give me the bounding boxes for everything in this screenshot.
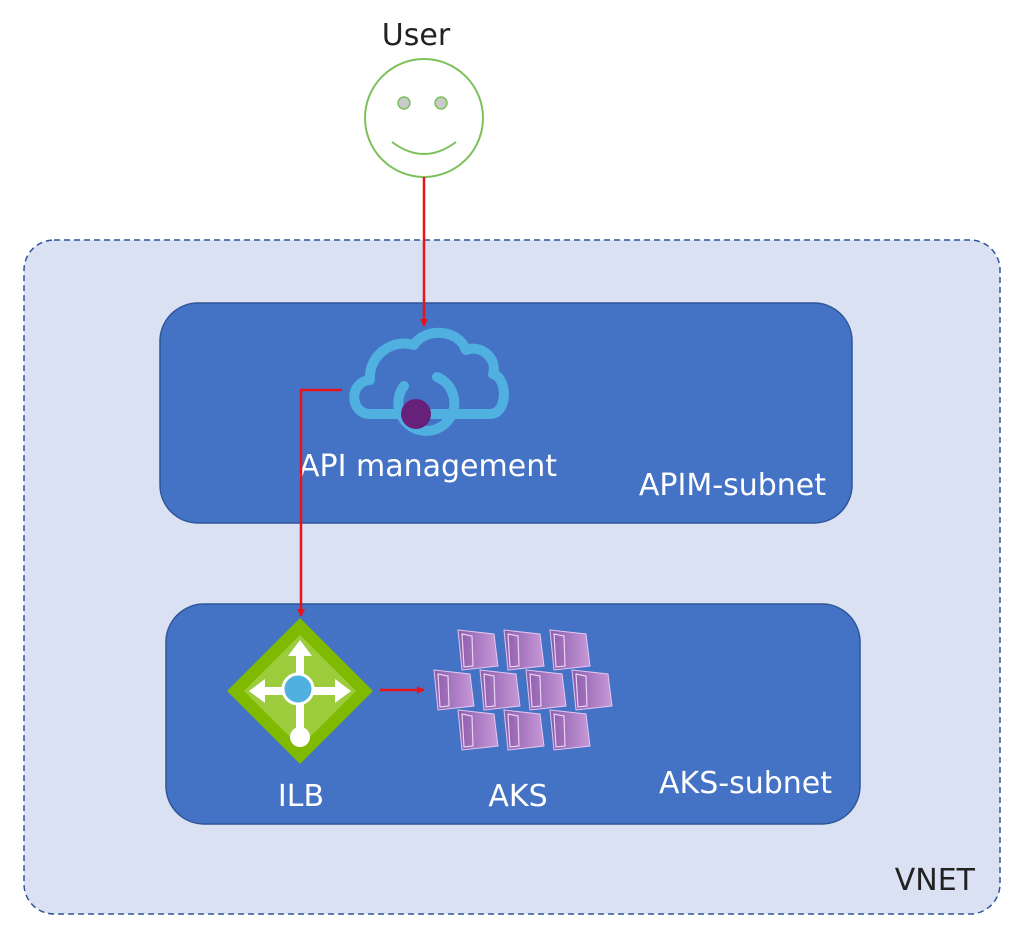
- aks-cube: [571, 669, 613, 711]
- aks-node: AKS: [433, 629, 613, 814]
- aks-label: AKS: [488, 779, 547, 814]
- apim-node: API management: [299, 327, 557, 484]
- aks-cube: [503, 709, 545, 751]
- ilb-label: ILB: [278, 779, 324, 814]
- user-node: User: [364, 18, 484, 178]
- aks-cube: [503, 629, 545, 671]
- aks-cube: [549, 709, 591, 751]
- aks-cube: [479, 669, 521, 711]
- api-management-cloud-icon: [349, 327, 509, 436]
- aks-cube: [433, 669, 475, 711]
- aks-cube: [549, 629, 591, 671]
- aks-subnet-label: AKS-subnet: [659, 766, 832, 801]
- user-label: User: [382, 18, 451, 53]
- smiley-user-icon: [364, 58, 484, 178]
- kubernetes-cubes-icon: [433, 629, 613, 751]
- apim-label: API management: [299, 449, 557, 484]
- load-balancer-icon: [227, 618, 373, 764]
- arrow-apim-to-ilb: [297, 388, 342, 617]
- ilb-node: ILB: [227, 618, 373, 814]
- apim-subnet: APIM-subnet: [159, 302, 853, 524]
- apim-subnet-label: APIM-subnet: [639, 468, 826, 503]
- aks-cube: [457, 709, 499, 751]
- aks-cube: [525, 669, 567, 711]
- aks-cube: [457, 629, 499, 671]
- vnet-label: VNET: [895, 863, 976, 898]
